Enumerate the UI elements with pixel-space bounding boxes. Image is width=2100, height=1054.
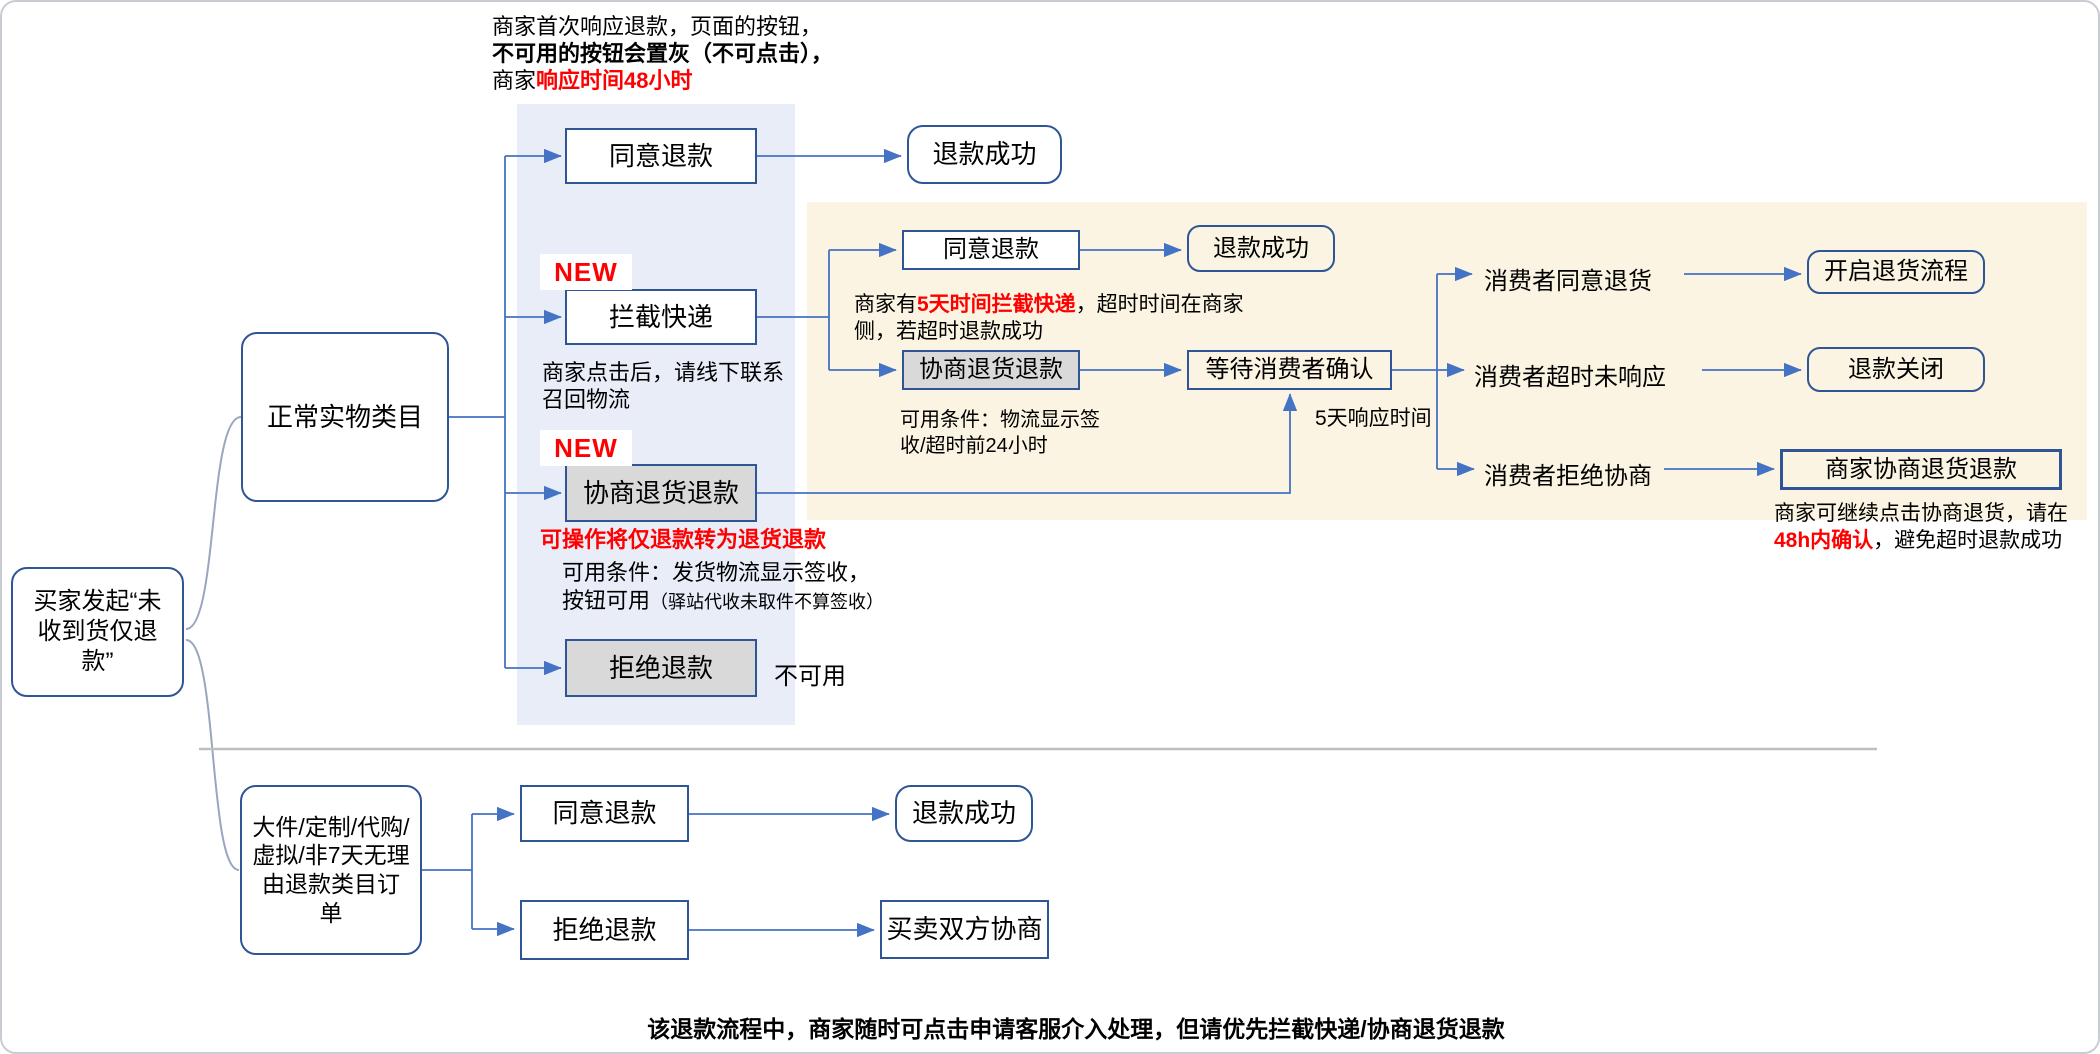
node-buyer-initiates: 买家发起“未收到货仅退款” — [11, 567, 184, 697]
footer-note: 该退款流程中，商家随时可点击申请客服介入处理，但请优先拦截快递/协商退货退款 — [647, 1016, 1505, 1042]
top-note-line3: 商家响应时间48小时 — [492, 68, 693, 93]
condition-small-print: （驿站代收未取件不算签收） — [650, 592, 885, 612]
button-negotiate-return-refund: 协商退货退款 — [565, 464, 757, 522]
connectors-normal — [449, 148, 1802, 676]
node-merchant-negotiate-return-refund: 商家协商退货退款 — [1780, 449, 2062, 490]
negotiate-red-note: 可操作将仅退款转为退货退款 — [540, 527, 827, 552]
button-agree-refund: 同意退款 — [565, 128, 757, 184]
top-note-line1: 商家首次响应退款，页面的按钮， — [492, 14, 823, 39]
outcome-note: 商家可继续点击协商退货，请在48h内确认，避免超时退款成功 — [1774, 502, 2068, 552]
beige-node-refund-success: 退款成功 — [1187, 225, 1335, 272]
button-reject-refund: 拒绝退款 — [565, 639, 757, 697]
top-note-line2: 不可用的按钮会置灰（不可点击）， — [492, 41, 834, 66]
top-note: 商家首次响应退款，页面的按钮， 不可用的按钮会置灰（不可点击）， 商家响应时间4… — [492, 13, 833, 94]
label-consumer-rejects: 消费者拒绝协商 — [1484, 463, 1652, 490]
node-normal-category: 正常实物类目 — [241, 332, 449, 502]
new-badge-intercept: NEW — [540, 254, 632, 290]
beige-intercept-note: 商家有5天时间拦截快递，超时时间在商家侧，若超时退款成功 — [854, 293, 1244, 343]
beige-condition-note: 可用条件：物流显示签收/超时前24小时 — [900, 409, 1100, 457]
negotiate-condition-note: 可用条件：发货物流显示签收， 按钮可用（驿站代收未取件不算签收） — [562, 560, 885, 613]
brace-to-normal-category — [185, 416, 242, 630]
node-start-return-process: 开启退货流程 — [1807, 250, 1985, 294]
node-special-category: 大件/定制/代购/虚拟/非7天无理由退款类目订单 — [240, 785, 422, 955]
brace-to-special-category — [185, 639, 240, 871]
node-refund-success-top: 退款成功 — [907, 125, 1062, 184]
special-node-both-parties-negotiate: 买卖双方协商 — [880, 900, 1049, 959]
beige-button-negotiate-return-refund: 协商退货退款 — [902, 350, 1080, 390]
response-time-label: 5天响应时间 — [1315, 407, 1432, 430]
beige-button-agree-refund: 同意退款 — [902, 230, 1080, 270]
special-button-reject-refund: 拒绝退款 — [520, 900, 689, 960]
label-consumer-agrees-return: 消费者同意退货 — [1484, 268, 1652, 295]
button-intercept-express: 拦截快递 — [565, 289, 757, 345]
merchant-actions-panel — [517, 104, 795, 725]
special-node-refund-success: 退款成功 — [895, 785, 1033, 842]
new-badge-negotiate: NEW — [540, 430, 632, 466]
label-consumer-timeout: 消费者超时未响应 — [1474, 364, 1666, 391]
node-wait-consumer-confirm: 等待消费者确认 — [1187, 350, 1392, 390]
node-refund-closed: 退款关闭 — [1807, 347, 1985, 392]
intercept-note: 商家点击后，请线下联系召回物流 — [542, 360, 785, 412]
reject-unavailable-note: 不可用 — [774, 663, 846, 690]
connectors-special — [420, 806, 890, 938]
response-time-highlight: 响应时间48小时 — [536, 68, 693, 93]
special-button-agree-refund: 同意退款 — [520, 785, 689, 842]
confirm-48h-highlight: 48h内确认 — [1774, 529, 1874, 552]
five-day-intercept-highlight: 5天时间拦截快递 — [917, 293, 1076, 316]
